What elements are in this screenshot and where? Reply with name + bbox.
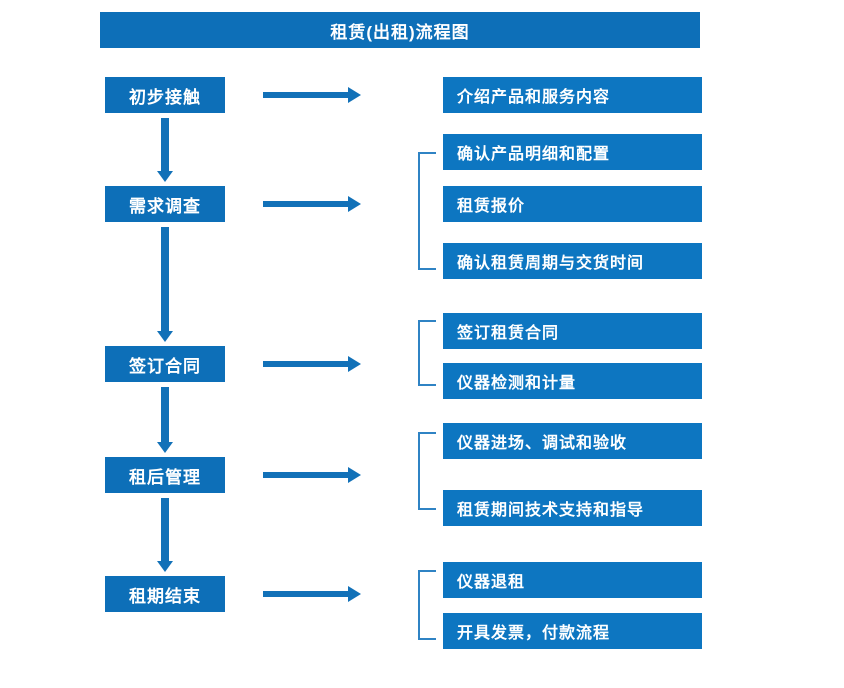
group-bracket-3	[418, 432, 436, 510]
detail-box-10[interactable]: 开具发票，付款流程	[443, 613, 702, 649]
detail-box-7[interactable]: 仪器进场、调试和验收	[443, 423, 702, 459]
detail-box-1[interactable]: 介绍产品和服务内容	[443, 77, 702, 113]
group-bracket-1	[418, 152, 436, 270]
detail-box-5[interactable]: 签订租赁合同	[443, 313, 702, 349]
group-bracket-4	[418, 570, 436, 640]
group-bracket-2	[418, 320, 436, 386]
detail-box-9[interactable]: 仪器退租	[443, 562, 702, 598]
stage-box-3[interactable]: 签订合同	[105, 346, 225, 382]
detail-box-8[interactable]: 租赁期间技术支持和指导	[443, 490, 702, 526]
stage-box-1[interactable]: 初步接触	[105, 77, 225, 113]
flowchart-title: 租赁(出租)流程图	[100, 12, 700, 48]
detail-box-2[interactable]: 确认产品明细和配置	[443, 134, 702, 170]
detail-box-4[interactable]: 确认租赁周期与交货时间	[443, 243, 702, 279]
stage-box-4[interactable]: 租后管理	[105, 457, 225, 493]
detail-box-3[interactable]: 租赁报价	[443, 186, 702, 222]
detail-box-6[interactable]: 仪器检测和计量	[443, 363, 702, 399]
stage-box-5[interactable]: 租期结束	[105, 576, 225, 612]
stage-box-2[interactable]: 需求调查	[105, 186, 225, 222]
